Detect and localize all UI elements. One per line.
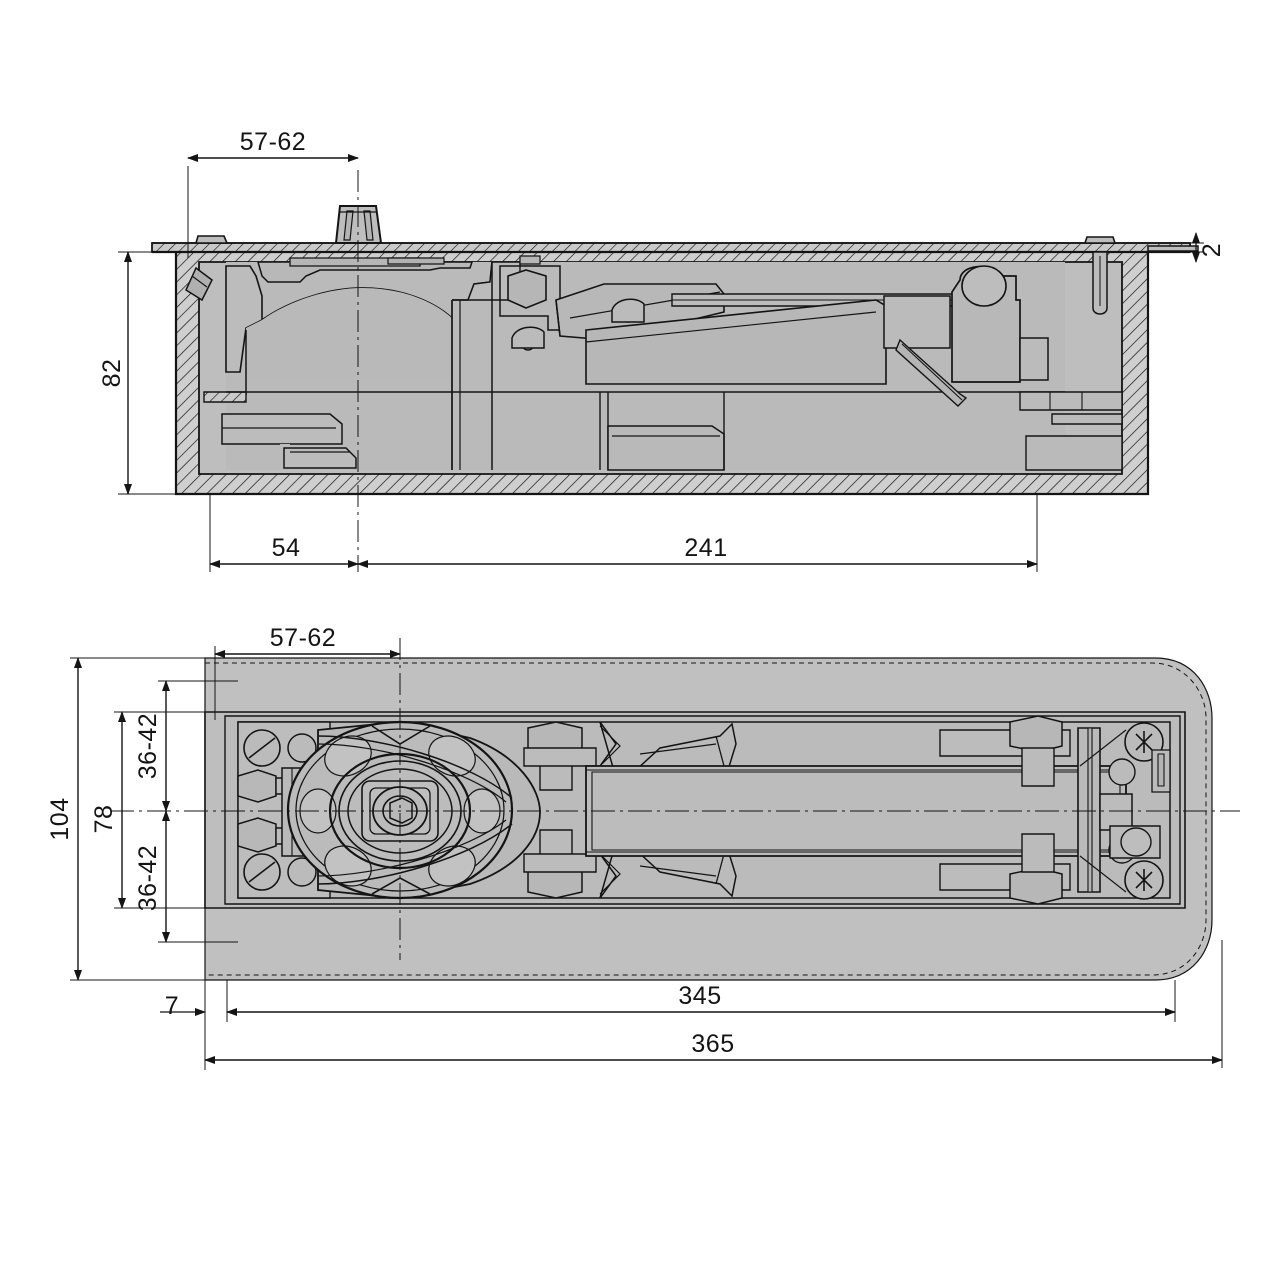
cover-plate-lug-right: [1083, 236, 1117, 244]
dim-label-82: 82: [98, 359, 126, 388]
dim-7: 7: [160, 980, 228, 1070]
plan-dimensions: 57-62 104 78 36-42 36-42: [46, 624, 1223, 1070]
dim-57-62-section: 57-62: [187, 128, 359, 258]
dim-365: 365: [204, 940, 1223, 1068]
yoke-bolts: [523, 721, 597, 899]
left-adjust-pin: [185, 266, 213, 302]
right-bolt-top: [1009, 715, 1063, 753]
section-view: [118, 170, 1199, 572]
dim-label-57-62-plan: 57-62: [270, 624, 336, 652]
dim-54: 54: [209, 494, 359, 572]
dim-2: 2: [1190, 232, 1226, 263]
dim-label-365: 365: [691, 1030, 734, 1058]
cover-plate-tongue: [1147, 245, 1199, 252]
dim-label-36-42-bottom: 36-42: [134, 845, 162, 911]
section-internals: [185, 251, 1123, 471]
small-hole-top: [1108, 758, 1136, 786]
dim-label-36-42-top: 36-42: [134, 713, 162, 779]
cam-top-plate: [257, 261, 474, 283]
right-roller: [961, 265, 1007, 307]
cover-plate-lug-left: [194, 235, 229, 244]
dim-345: 345: [226, 980, 1176, 1022]
rotor-lobe-2: [428, 735, 476, 777]
dim-36-42-bottom: 36-42: [134, 810, 238, 943]
dim-82: 82: [98, 251, 176, 495]
cover-plate-body: [151, 242, 1191, 253]
right-mechanism-block: [883, 265, 1049, 407]
dim-label-78: 78: [90, 805, 118, 834]
dim-241: 241: [357, 494, 1038, 572]
hole-top: [287, 733, 317, 763]
rotor-lobe-4: [428, 845, 476, 887]
dim-78: 78: [90, 711, 238, 909]
lower-chamber: [599, 392, 725, 471]
dim-label-57-62-section: 57-62: [240, 128, 306, 156]
dim-label-345: 345: [678, 982, 721, 1010]
left-lower-shelf: [203, 391, 357, 469]
right-tab: [1099, 793, 1133, 831]
dim-label-104: 104: [46, 797, 74, 840]
right-bolt-bottom: [1009, 867, 1063, 905]
cover-plate: [151, 235, 1199, 254]
dim-label-54: 54: [272, 534, 301, 562]
right-end-assembly: [939, 715, 1171, 905]
hole-bottom: [287, 857, 317, 887]
hex-bolt-head: [499, 265, 561, 331]
dim-label-7: 7: [165, 992, 179, 1020]
oval-hole: [1120, 827, 1152, 857]
plan-view: [110, 638, 1240, 981]
section-dimensions: 57-62 82 2 54 241: [98, 128, 1226, 572]
plan-internals: [237, 715, 1171, 905]
dim-label-241: 241: [684, 534, 727, 562]
dim-57-62-plan: 57-62: [214, 624, 401, 720]
anchor-screw-right: [1092, 251, 1108, 315]
dim-104: 104: [46, 657, 205, 981]
dim-36-42-top: 36-42: [134, 680, 238, 812]
dim-label-2: 2: [1198, 243, 1226, 257]
rotor-lobe-1: [324, 735, 372, 777]
plan-cover-plate-inner-edge: [204, 662, 1207, 976]
right-lower-step: [1019, 391, 1123, 471]
